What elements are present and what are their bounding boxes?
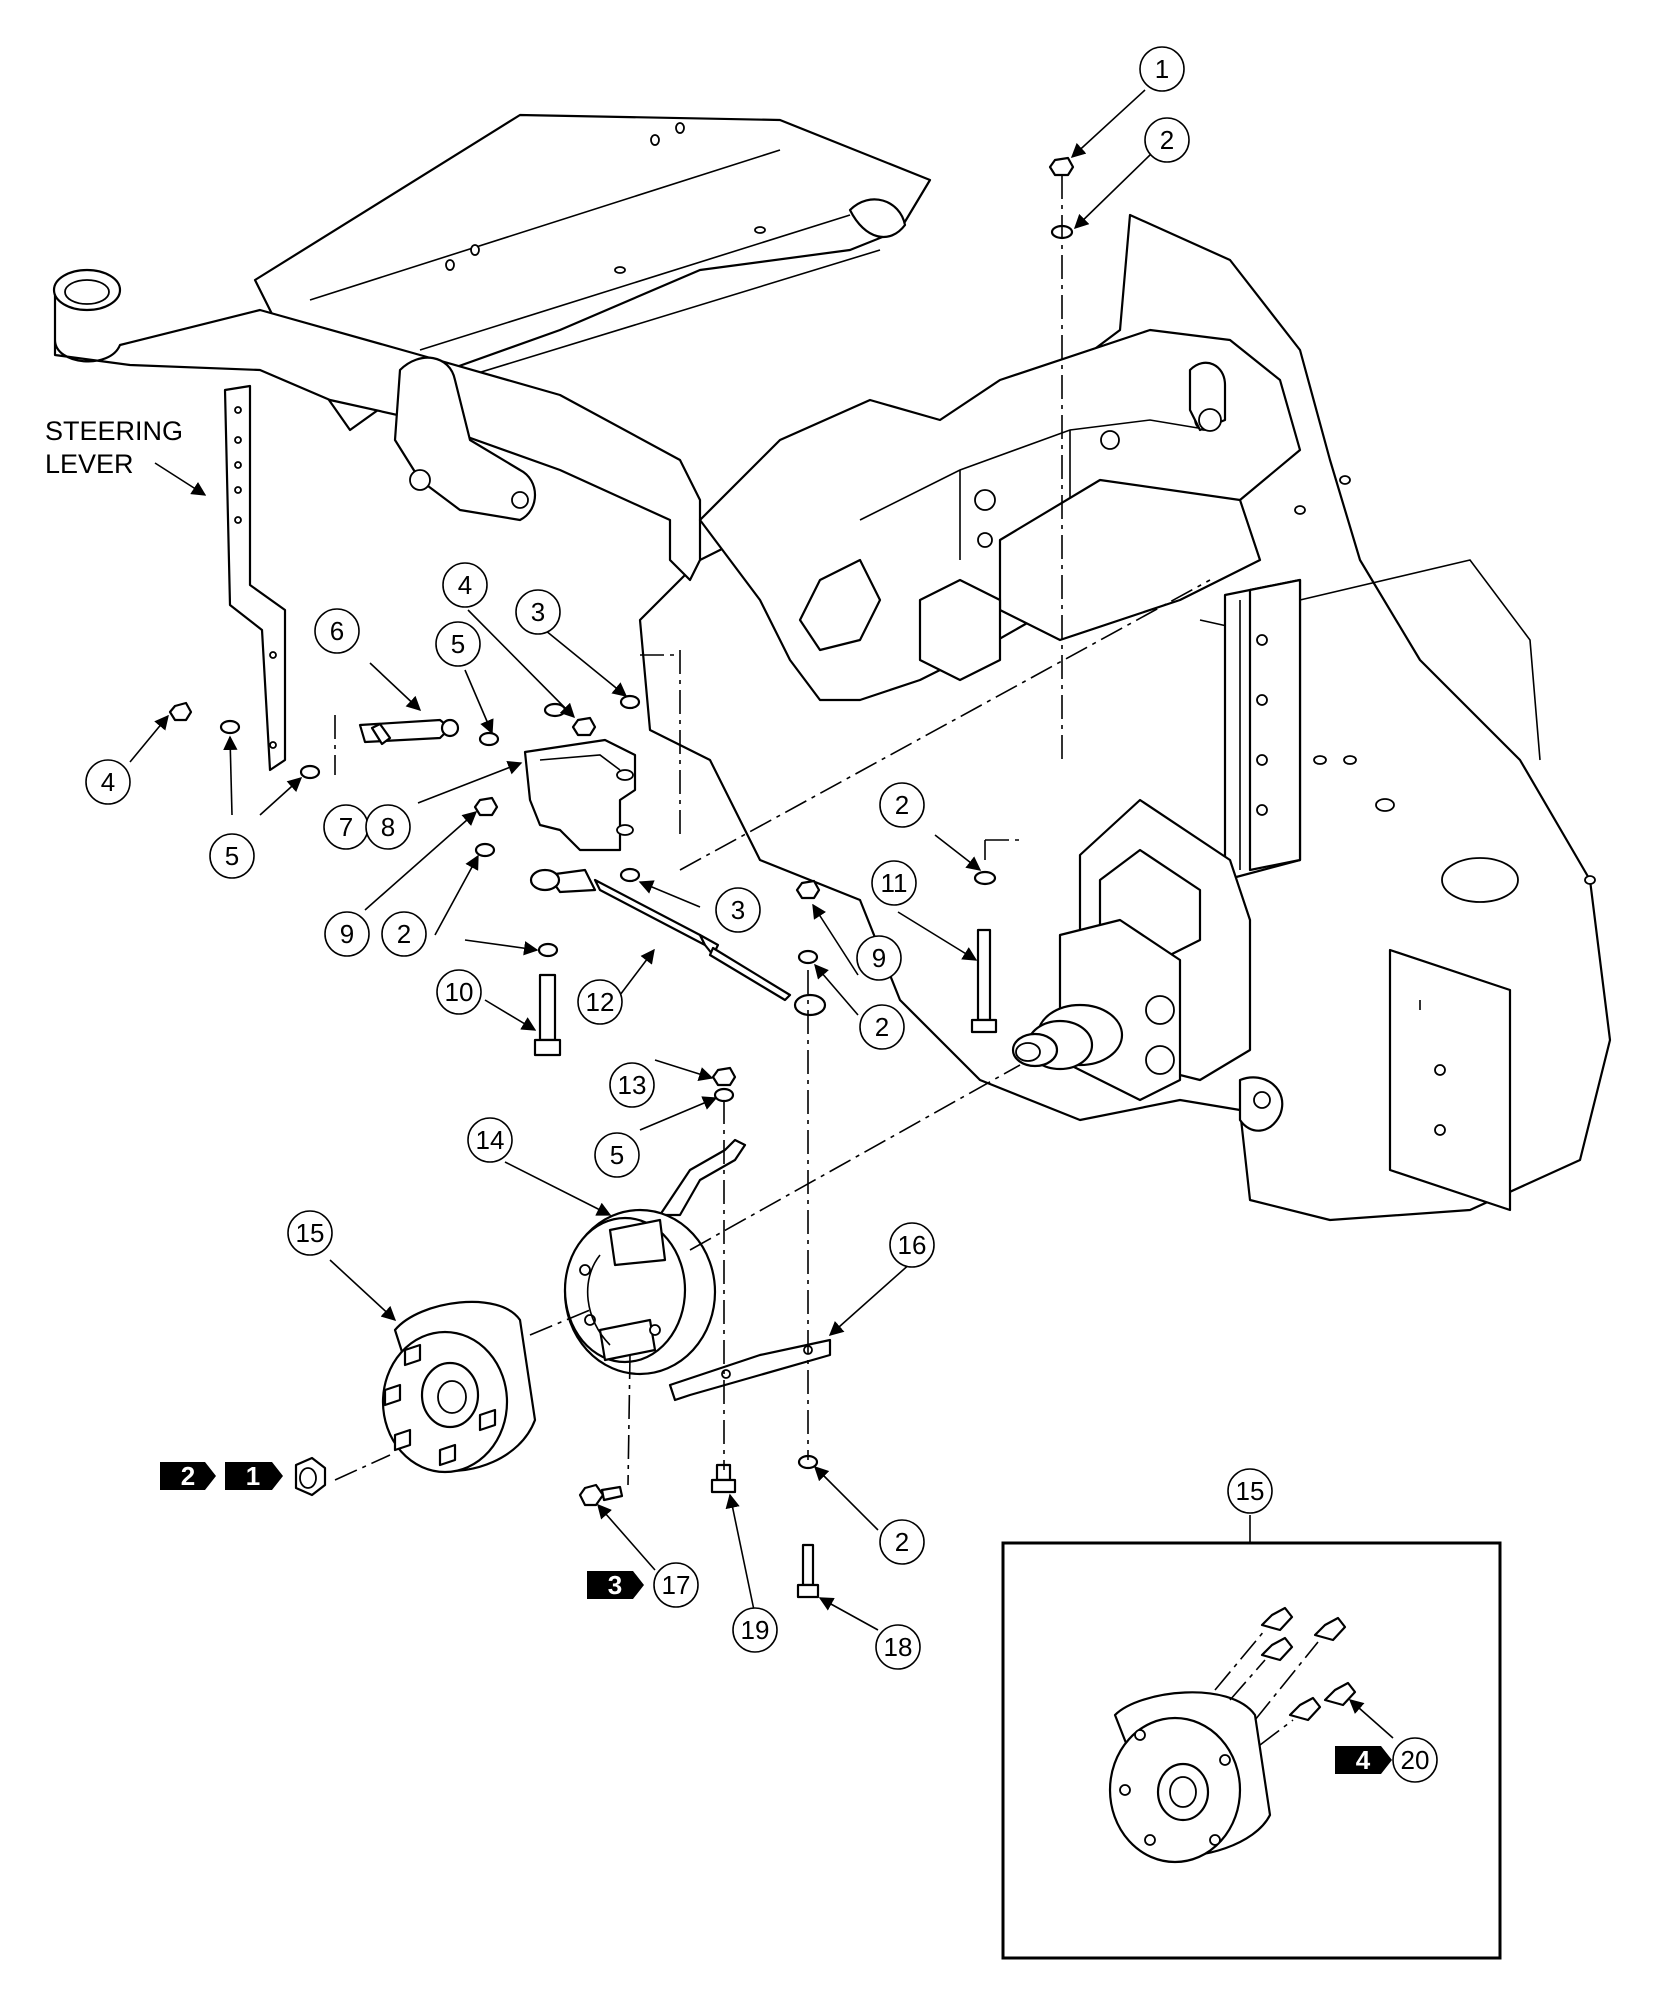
svg-text:19: 19 xyxy=(741,1615,770,1645)
svg-text:3: 3 xyxy=(608,1570,622,1600)
svg-text:15: 15 xyxy=(296,1218,325,1248)
bracket-16 xyxy=(668,1338,832,1402)
svg-text:2: 2 xyxy=(895,790,909,820)
svg-text:2: 2 xyxy=(397,919,411,949)
brake-drum xyxy=(381,1300,537,1474)
svg-text:17: 17 xyxy=(662,1570,691,1600)
callout-8: 8 xyxy=(365,804,411,850)
svg-text:11: 11 xyxy=(881,868,908,898)
callout-1: 1 xyxy=(1139,46,1185,92)
main-frame xyxy=(638,213,1612,1222)
callout-20: 20 xyxy=(1392,1737,1438,1783)
svg-text:9: 9 xyxy=(872,943,886,973)
svg-text:2: 2 xyxy=(875,1012,889,1042)
leader-lines xyxy=(129,89,1394,1739)
centerlines xyxy=(334,175,1211,1486)
vertical-post xyxy=(1223,578,1302,882)
svg-text:10: 10 xyxy=(445,977,474,1007)
callout-2: 2 xyxy=(879,782,925,828)
callout-16: 16 xyxy=(889,1222,935,1268)
callout-3: 3 xyxy=(515,589,561,635)
callout-2: 2 xyxy=(381,911,427,957)
pivot-bracket xyxy=(523,738,637,852)
brake-arm xyxy=(658,1138,747,1217)
brake-assembly xyxy=(563,1208,717,1376)
svg-text:14: 14 xyxy=(476,1125,505,1155)
callout-17: 17 xyxy=(653,1562,699,1608)
note-flag-1: 1 xyxy=(225,1461,283,1491)
callout-9: 9 xyxy=(856,935,902,981)
callout-2: 2 xyxy=(1144,117,1190,163)
svg-text:18: 18 xyxy=(884,1632,913,1662)
callout-3: 3 xyxy=(715,887,761,933)
callout-6: 6 xyxy=(314,608,360,654)
steering-label-line-1: STEERING xyxy=(45,416,183,446)
callout-2: 2 xyxy=(859,1004,905,1050)
inset-box xyxy=(1001,1515,1502,1960)
steering-lever-label: STEERING LEVER xyxy=(45,416,207,496)
steering-label-line-2: LEVER xyxy=(45,449,134,479)
svg-text:12: 12 xyxy=(586,987,615,1017)
svg-text:3: 3 xyxy=(731,895,745,925)
note-flag-4: 4 xyxy=(1335,1745,1392,1775)
svg-text:1: 1 xyxy=(1155,54,1169,84)
link-rod xyxy=(529,868,827,1017)
seat-deck xyxy=(253,113,932,432)
callout-5: 5 xyxy=(209,833,255,879)
tie-rod-upper xyxy=(358,718,460,746)
callout-2: 2 xyxy=(879,1519,925,1565)
svg-text:9: 9 xyxy=(340,919,354,949)
hardware xyxy=(168,156,1075,1599)
callout-5: 5 xyxy=(594,1132,640,1178)
callout-14: 14 xyxy=(467,1117,513,1163)
callout-15: 15 xyxy=(287,1210,333,1256)
svg-text:7: 7 xyxy=(339,812,353,842)
note-flag-2: 2 xyxy=(160,1461,216,1491)
note-flags: 2 1 3 4 xyxy=(160,1461,1392,1775)
svg-text:4: 4 xyxy=(101,767,115,797)
callout-5: 5 xyxy=(435,621,481,667)
callouts: 1 2 3 4 5 6 4 5 7 8 9 2 3 10 12 2 11 9 2… xyxy=(85,46,1438,1783)
svg-text:1: 1 xyxy=(246,1461,260,1491)
svg-text:8: 8 xyxy=(381,812,395,842)
callout-19: 19 xyxy=(732,1607,778,1653)
steering-arm xyxy=(52,268,702,582)
svg-text:5: 5 xyxy=(610,1140,624,1170)
svg-text:3: 3 xyxy=(531,597,545,627)
svg-text:4: 4 xyxy=(458,570,472,600)
callout-13: 13 xyxy=(609,1062,655,1108)
callout-4: 4 xyxy=(442,562,488,608)
center-chassis xyxy=(698,328,1302,702)
hub-nut xyxy=(294,1456,327,1497)
callout-9: 9 xyxy=(324,911,370,957)
svg-text:4: 4 xyxy=(1356,1745,1371,1775)
svg-text:2: 2 xyxy=(895,1527,909,1557)
note-flag-3: 3 xyxy=(587,1570,644,1600)
svg-text:2: 2 xyxy=(1160,125,1174,155)
svg-text:5: 5 xyxy=(451,629,465,659)
callout-18: 18 xyxy=(875,1624,921,1670)
callout-12: 12 xyxy=(577,979,623,1025)
svg-text:15: 15 xyxy=(1236,1476,1265,1506)
svg-text:20: 20 xyxy=(1401,1745,1430,1775)
svg-text:16: 16 xyxy=(898,1230,927,1260)
svg-text:5: 5 xyxy=(225,841,239,871)
steering-lever xyxy=(223,384,287,772)
svg-text:6: 6 xyxy=(330,616,344,646)
callout-7: 7 xyxy=(323,804,369,850)
callout-10: 10 xyxy=(436,969,482,1015)
svg-text:13: 13 xyxy=(618,1070,647,1100)
callout-11: 11 xyxy=(871,860,917,906)
callout-4: 4 xyxy=(85,759,131,805)
axle-housing xyxy=(1011,798,1512,1212)
svg-text:2: 2 xyxy=(181,1461,195,1491)
wheel-studs xyxy=(1260,1606,1357,1722)
callout-15: 15 xyxy=(1227,1468,1273,1514)
